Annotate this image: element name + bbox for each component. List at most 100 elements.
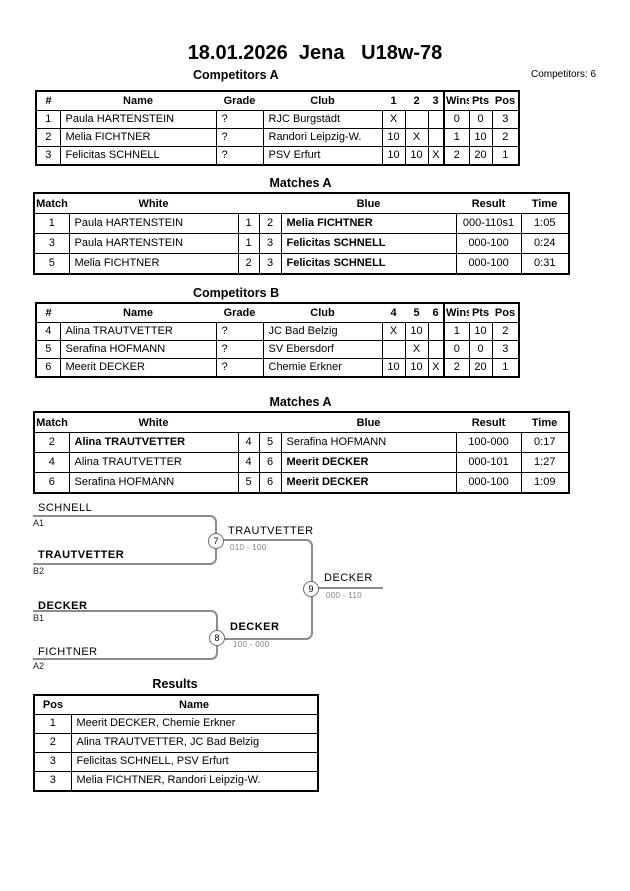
cell-match: 1 — [33, 213, 70, 234]
cell-white: Alina TRAUTVETTER — [68, 432, 239, 453]
cell-score-2: 10 — [404, 146, 429, 166]
col-header-wins: Wins — [443, 91, 469, 111]
col-header-num: # — [36, 303, 60, 323]
cell-pos: 2 — [33, 733, 72, 753]
cell-pos: 1 — [491, 358, 520, 378]
table-competitors-a: # Name Grade Club 1 2 3 Wins Pts Pos 1 P… — [35, 90, 520, 166]
cell-grade: ? — [215, 322, 264, 341]
bracket-connector — [33, 540, 217, 565]
table-row: 5 Melia FICHTNER 2 3 Felicitas SCHNELL 0… — [33, 253, 570, 275]
cell-blue-num: 5 — [258, 432, 282, 453]
table-competitors-b: # Name Grade Club 4 5 6 Wins Pts Pos 4 A… — [35, 302, 520, 378]
cell-pts: 20 — [468, 358, 493, 378]
cell-match: 6 — [33, 472, 70, 494]
col-header-result: Result — [456, 412, 521, 433]
cell-result: 000-100 — [455, 472, 522, 494]
cell-club: PSV Erfurt — [262, 146, 383, 166]
col-header-white: White — [69, 193, 238, 214]
cell-pos: 3 — [491, 340, 520, 359]
cell-time: 1:05 — [520, 213, 570, 234]
cell-pts: 10 — [468, 322, 493, 341]
table-row: 2 Melia FICHTNER ? Randori Leipzig-W. 10… — [35, 128, 520, 147]
cell-grade: ? — [215, 146, 264, 166]
bracket-slot-seed: A1 — [33, 518, 45, 528]
bracket-slot-seed: B1 — [33, 613, 45, 623]
cell-match: 4 — [33, 452, 70, 473]
cell-result: 100-000 — [455, 432, 522, 453]
cell-pts: 10 — [468, 128, 493, 147]
table-row: 2 Alina TRAUTVETTER 4 5 Serafina HOFMANN… — [33, 432, 570, 453]
cell-wins: 0 — [443, 340, 470, 359]
col-header-6: 6 — [428, 303, 444, 323]
col-header-pts: Pts — [469, 91, 492, 111]
cell-blue-num: 3 — [258, 253, 282, 275]
cell-wins: 2 — [443, 146, 470, 166]
cell-match: 2 — [33, 432, 70, 453]
bracket-slot-name: DECKER — [38, 600, 88, 612]
cell-score-5: X — [404, 340, 429, 359]
cell-num: 4 — [35, 322, 61, 341]
col-header-wins: Wins — [443, 303, 469, 323]
col-header-time: Time — [521, 193, 569, 214]
table-row: 3 Paula HARTENSTEIN 1 3 Felicitas SCHNEL… — [33, 233, 570, 254]
section-heading-matches-a2: Matches A — [269, 395, 332, 409]
cell-grade: ? — [215, 128, 264, 147]
cell-time: 0:17 — [520, 432, 570, 453]
cell-name: Alina TRAUTVETTER — [59, 322, 217, 341]
cell-wins: 1 — [443, 128, 470, 147]
cell-num: 2 — [35, 128, 61, 147]
cell-club: Chemie Erkner — [262, 358, 383, 378]
col-header-blue-num — [259, 412, 281, 433]
cell-num: 3 — [35, 146, 61, 166]
cell-score-6 — [427, 340, 445, 359]
cell-match: 3 — [33, 233, 70, 254]
cell-score-1: X — [381, 110, 406, 129]
col-header-pos: Pos — [492, 303, 519, 323]
bracket-slot-name: TRAUTVETTER — [38, 549, 125, 561]
cell-time: 1:27 — [520, 452, 570, 473]
table-row: 3 Felicitas SCHNELL, PSV Erfurt — [33, 752, 319, 772]
cell-club: JC Bad Belzig — [262, 322, 383, 341]
cell-name: Meerit DECKER — [59, 358, 217, 378]
table-header-row: # Name Grade Club 1 2 3 Wins Pts Pos — [36, 91, 519, 111]
table-matches-a1: Match White Blue Result Time 1 Paula HAR… — [33, 192, 570, 275]
col-header-match: Match — [34, 193, 69, 214]
bracket-match-score: 100 - 000 — [233, 640, 270, 649]
section-heading-competitors-a: Competitors A — [193, 68, 279, 82]
cell-score-3: X — [427, 146, 445, 166]
cell-blue: Felicitas SCHNELL — [280, 233, 457, 254]
table-row: 3 Felicitas SCHNELL ? PSV Erfurt 10 10 X… — [35, 146, 520, 166]
cell-match: 5 — [33, 253, 70, 275]
cell-time: 0:24 — [520, 233, 570, 254]
cell-white: Alina TRAUTVETTER — [68, 452, 239, 473]
bracket-match-number: 9 — [303, 581, 319, 597]
cell-score-6: X — [427, 358, 445, 378]
cell-blue-num: 6 — [258, 452, 282, 473]
section-heading-competitors-b: Competitors B — [193, 286, 280, 300]
cell-white-num: 4 — [237, 432, 260, 453]
table-row: 1 Meerit DECKER, Chemie Erkner — [33, 714, 319, 734]
bracket-final-line — [317, 587, 383, 589]
cell-white-num: 1 — [237, 233, 260, 254]
cell-pos: 3 — [491, 110, 520, 129]
cell-blue-num: 6 — [258, 472, 282, 494]
cell-blue-num: 3 — [258, 233, 282, 254]
cell-result: 000-101 — [455, 452, 522, 473]
col-header-blue: Blue — [281, 193, 456, 214]
cell-score-5: 10 — [404, 322, 429, 341]
cell-result: 000-100 — [455, 233, 522, 254]
col-header-pos: Pos — [492, 91, 519, 111]
col-header-time: Time — [521, 412, 569, 433]
section-heading-results: Results — [152, 677, 198, 691]
cell-wins: 2 — [443, 358, 470, 378]
cell-pos: 3 — [33, 771, 72, 792]
bracket-slot-seed: B2 — [33, 566, 45, 576]
bracket-winner-name: TRAUTVETTER — [228, 525, 314, 537]
bracket-match-score: 010 - 100 — [230, 543, 267, 552]
cell-club: SV Ebersdorf — [262, 340, 383, 359]
col-header-white-num — [238, 412, 259, 433]
table-row: 4 Alina TRAUTVETTER 4 6 Meerit DECKER 00… — [33, 452, 570, 473]
bracket-connector — [215, 588, 313, 640]
col-header-grade: Grade — [216, 91, 263, 111]
